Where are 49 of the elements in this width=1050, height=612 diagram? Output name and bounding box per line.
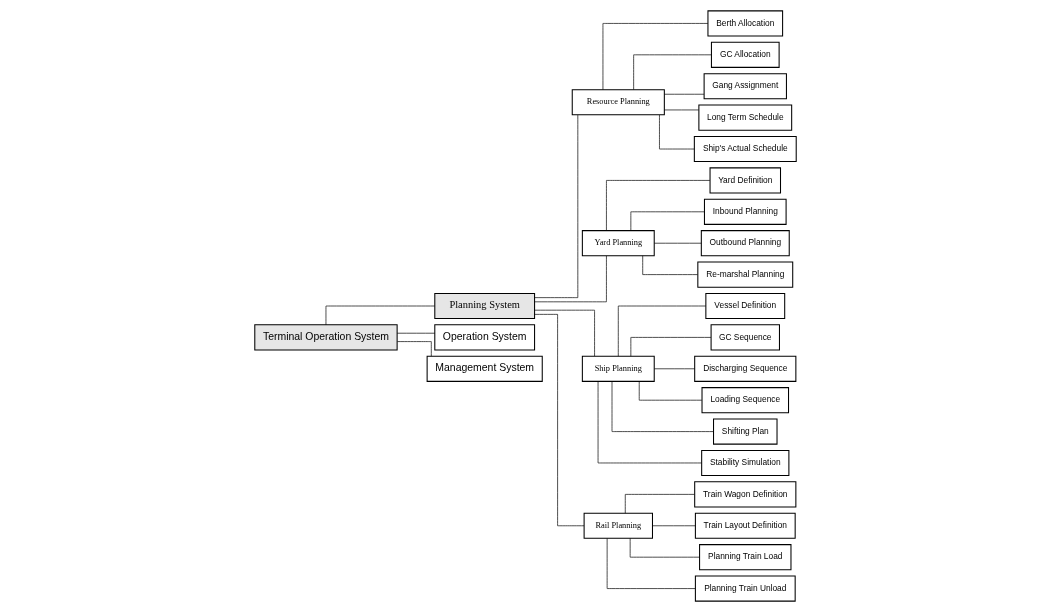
node-box: Ship's Actual Schedule: [693, 135, 797, 163]
node-box: Train Layout Definition: [694, 512, 796, 539]
node-box: Planning System: [433, 292, 535, 320]
node-box: Inbound Planning: [703, 198, 787, 225]
connector: [663, 93, 704, 95]
connector: [605, 180, 710, 231]
connector: [533, 309, 595, 357]
connector: [597, 381, 702, 464]
node-box: Management System: [426, 355, 543, 382]
node-box: Gang Assignment: [703, 73, 787, 100]
node-box: Yard Definition: [709, 167, 781, 194]
node-box: Re-marshal Planning: [696, 261, 793, 288]
node-box: Stability Simulation: [700, 449, 789, 477]
connector: [533, 114, 578, 298]
connector: [611, 381, 714, 432]
connector: [658, 114, 694, 150]
connector: [617, 305, 706, 357]
connector: [638, 381, 702, 401]
connector: [651, 525, 696, 527]
connector: [663, 109, 699, 111]
node-box: Outbound Planning: [700, 230, 790, 257]
node-box: Shifting Plan: [712, 418, 778, 445]
node-box: Long Term Schedule: [697, 104, 792, 131]
node-box: Terminal Operation System: [253, 324, 398, 351]
node-box: Loading Sequence: [701, 387, 789, 414]
connector: [653, 242, 702, 244]
node-box: Vessel Definition: [704, 292, 785, 320]
node-box: Berth Allocation: [706, 10, 783, 37]
connector: [630, 211, 705, 231]
connector: [533, 314, 584, 527]
connector: [602, 23, 708, 90]
connector: [632, 54, 712, 90]
connector: [325, 305, 435, 326]
node-box: Planning Train Load: [698, 544, 791, 571]
connector: [396, 341, 432, 357]
connector: [396, 332, 435, 334]
connector: [630, 337, 711, 357]
node-box: Discharging Sequence: [693, 355, 796, 382]
connector: [624, 494, 695, 514]
connector: [653, 368, 695, 370]
node-box: GC Allocation: [710, 41, 780, 68]
connector: [606, 538, 696, 589]
node-box: Operation System: [433, 324, 535, 351]
node-box: Planning Train Unload: [694, 575, 796, 602]
connector: [533, 255, 607, 303]
connector: [641, 255, 698, 275]
node-box: Train Wagon Definition: [693, 481, 796, 508]
node-box: GC Sequence: [710, 324, 780, 351]
connector: [629, 538, 700, 558]
